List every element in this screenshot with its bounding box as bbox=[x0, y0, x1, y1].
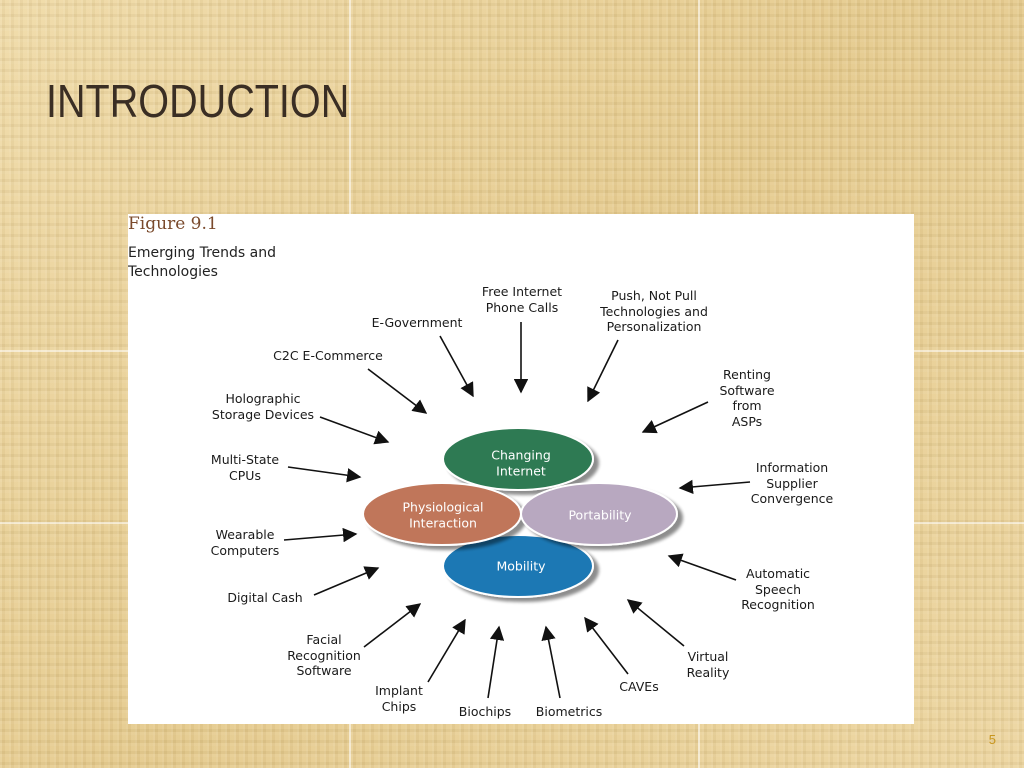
trend-holographic-storage: Holographic Storage Devices bbox=[211, 391, 315, 422]
figure-caption: Emerging Trends and Technologies bbox=[128, 245, 276, 280]
trend-push-not-pull: Push, Not Pull Technologies and Personal… bbox=[600, 288, 708, 334]
trends-diagram bbox=[283, 322, 751, 699]
core-label-mobility: Mobility bbox=[496, 558, 546, 574]
trend-virtual-reality: Virtual Reality bbox=[686, 649, 730, 680]
trend-free-internet-phone-calls: Free Internet Phone Calls bbox=[481, 284, 563, 315]
arrow-renting-software bbox=[641, 401, 709, 434]
trend-implant-chips: Implant Chips bbox=[375, 683, 423, 714]
trend-c2c-e-commerce: C2C E-Commerce bbox=[273, 348, 383, 363]
figure-label: Figure 9.1 bbox=[128, 214, 218, 234]
core-ellipse-mobility bbox=[442, 534, 594, 598]
trend-multi-state-cpus: Multi-State CPUs bbox=[210, 452, 280, 483]
trend-automatic-speech: Automatic Speech Recognition bbox=[741, 566, 815, 612]
page-number: 5 bbox=[988, 732, 996, 747]
arrow-push-not-pull bbox=[587, 339, 619, 403]
core-ellipse-changing-internet bbox=[442, 427, 594, 491]
trend-e-government: E-Government bbox=[371, 315, 463, 330]
figure-panel: Figure 9.1 Emerging Trends and Technolog… bbox=[128, 214, 914, 724]
arrow-e-government bbox=[439, 335, 474, 398]
core-label-physiological-interaction: Physiological Interaction bbox=[402, 499, 484, 531]
arrow-implant-chips bbox=[427, 618, 466, 683]
core-label-changing-internet: Changing Internet bbox=[491, 447, 551, 479]
arrow-biochips bbox=[487, 625, 505, 699]
arrow-digital-cash bbox=[313, 566, 380, 596]
arrow-information-supplier bbox=[678, 479, 751, 495]
trend-arrows bbox=[283, 322, 751, 699]
arrow-virtual-reality bbox=[626, 599, 685, 647]
trend-wearable-computers: Wearable Computers bbox=[210, 527, 280, 558]
arrow-c2c-e-commerce bbox=[367, 368, 428, 414]
core-label-portability: Portability bbox=[568, 507, 632, 523]
slide-title: INTRODUCTION bbox=[46, 75, 350, 127]
arrow-facial-recognition bbox=[363, 603, 422, 648]
arrow-multi-state-cpus bbox=[287, 466, 362, 483]
trend-renting-software: Renting Software from ASPs bbox=[719, 367, 775, 429]
arrow-wearable-computers bbox=[283, 527, 358, 543]
trend-biochips: Biochips bbox=[458, 704, 512, 719]
trend-facial-recognition: Facial Recognition Software bbox=[287, 632, 361, 678]
arrow-holographic-storage bbox=[319, 416, 390, 445]
trend-digital-cash: Digital Cash bbox=[227, 590, 303, 605]
arrow-biometrics bbox=[541, 625, 561, 699]
trend-biometrics: Biometrics bbox=[535, 704, 603, 719]
trend-information-supplier: Information Supplier Convergence bbox=[750, 460, 834, 506]
arrow-automatic-speech bbox=[667, 553, 737, 581]
arrow-caves bbox=[584, 616, 629, 675]
trend-caves: CAVEs bbox=[619, 679, 659, 694]
core-ellipse-portability bbox=[520, 482, 678, 546]
